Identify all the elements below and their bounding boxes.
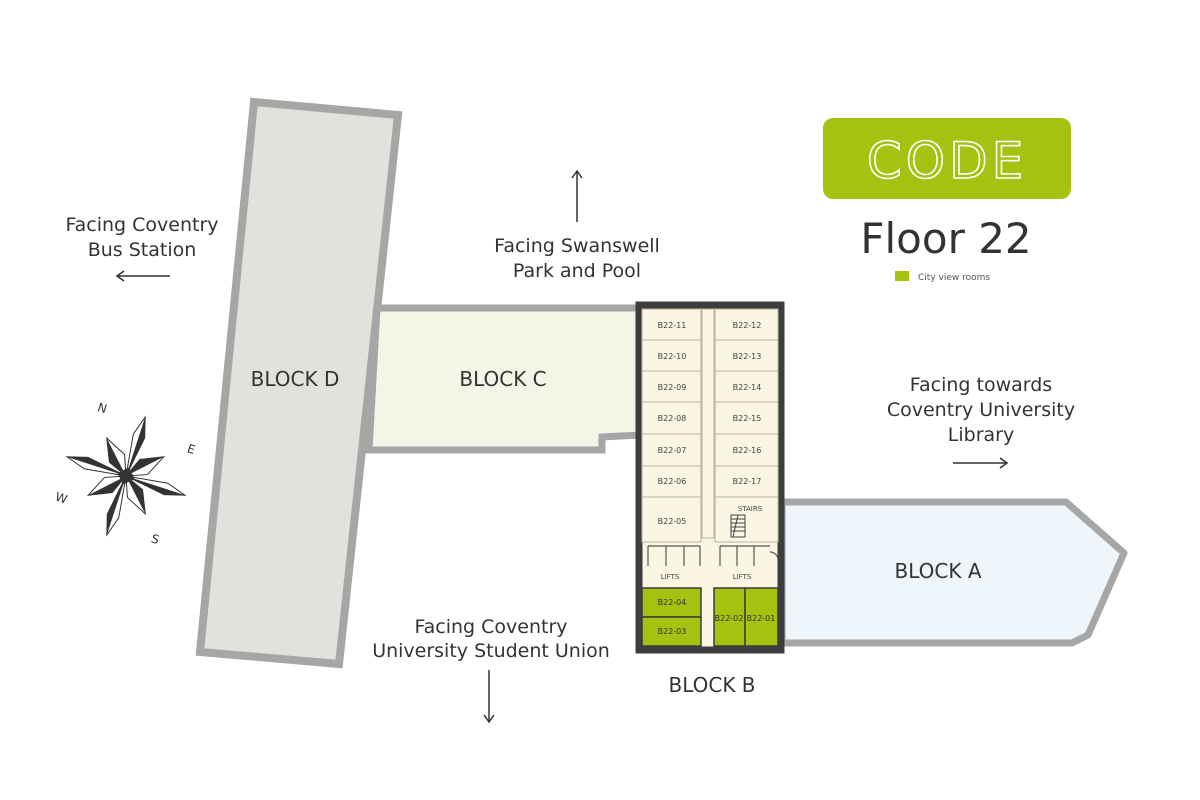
arrow-down-icon [483, 670, 495, 724]
room-label: B22-12 [733, 321, 762, 330]
lifts-right [719, 545, 779, 566]
room-label: B22-10 [658, 352, 687, 361]
room-b22-10[interactable] [641, 339, 702, 372]
lifts-left-label: LIFTS [661, 573, 680, 581]
block-d-label: BLOCK D [251, 367, 340, 391]
left-room-column [641, 308, 702, 543]
corridor [701, 308, 715, 539]
code-logo-text: CODE [867, 132, 1027, 190]
lifts-left [647, 545, 701, 566]
direction-east-line3: Library [948, 424, 1014, 446]
room-b22-09[interactable] [641, 370, 702, 403]
direction-south-line1: Facing Coventry [414, 616, 567, 638]
direction-east-line1: Facing towards [910, 374, 1052, 396]
block-d-shape [195, 97, 403, 669]
direction-north: Facing Swanswell Park and Pool [494, 169, 660, 282]
right-room-column [714, 308, 779, 498]
room-label: B22-01 [747, 614, 776, 623]
room-b22-02[interactable] [713, 587, 746, 647]
block-c-label: BLOCK C [459, 367, 546, 391]
block-b-label: BLOCK B [668, 673, 755, 697]
room-b22-05[interactable] [641, 496, 702, 543]
direction-east: Facing towards Coventry University Libra… [887, 374, 1075, 469]
room-label: B22-09 [658, 383, 687, 392]
direction-south: Facing Coventry University Student Union [372, 616, 610, 724]
direction-north-line2: Park and Pool [513, 260, 641, 282]
city-view-rooms [641, 587, 779, 647]
room-label: B22-17 [733, 477, 762, 486]
legend-label: City view rooms [918, 273, 990, 283]
room-label: B22-14 [733, 383, 762, 392]
floor-title: Floor 22 [860, 214, 1031, 263]
room-label: B22-07 [658, 446, 687, 455]
room-label: B22-06 [658, 477, 687, 486]
room-label: B22-11 [658, 321, 687, 330]
room-label: B22-13 [733, 352, 762, 361]
lifts-right-label: LIFTS [733, 573, 752, 581]
room-b22-03[interactable] [641, 616, 702, 647]
block-a-label: BLOCK A [894, 559, 981, 583]
compass-n-label: N [96, 400, 109, 416]
direction-west-line2: Bus Station [88, 239, 197, 261]
arrow-left-icon [115, 270, 170, 282]
stairs-icon [730, 514, 746, 538]
room-label: B22-03 [658, 627, 687, 636]
room-label: B22-16 [733, 446, 762, 455]
code-logo: CODE [823, 118, 1071, 199]
compass-w-label: W [53, 490, 69, 507]
room-b22-01[interactable] [744, 587, 779, 647]
direction-west-line1: Facing Coventry [65, 214, 218, 236]
room-label: B22-08 [658, 414, 687, 423]
block-d[interactable]: BLOCK D [195, 97, 403, 669]
compass-rose-icon [65, 415, 187, 537]
room-label: B22-05 [658, 517, 687, 526]
direction-north-line1: Facing Swanswell [494, 235, 660, 257]
room-b22-13[interactable] [714, 339, 779, 372]
room-b22-14[interactable] [714, 370, 779, 403]
direction-west: Facing Coventry Bus Station [65, 214, 219, 282]
room-b22-04[interactable] [641, 587, 702, 618]
room-label: B22-15 [733, 414, 762, 423]
arrow-up-icon [571, 169, 583, 222]
arrow-right-icon [953, 457, 1009, 469]
stairs-label: STAIRS [738, 505, 763, 513]
compass-e-label: E [185, 441, 197, 457]
legend-swatch [895, 271, 909, 281]
code-logo-badge [823, 118, 1071, 199]
direction-south-line2: University Student Union [372, 640, 610, 662]
room-b22-06[interactable] [641, 465, 702, 498]
legend: City view rooms [895, 271, 990, 283]
direction-east-line2: Coventry University [887, 399, 1075, 421]
block-a[interactable]: BLOCK A [778, 498, 1128, 647]
room-b22-17[interactable] [714, 465, 779, 498]
block-b[interactable]: B22-11 B22-10 B22-09 B22-08 B22-07 B22-0… [635, 301, 785, 697]
room-b22-08[interactable] [641, 401, 702, 435]
room-label: B22-04 [658, 598, 687, 607]
compass-s-label: S [149, 531, 161, 547]
stairs: STAIRS [714, 496, 779, 543]
room-label: B22-02 [715, 614, 744, 623]
room-b22-07[interactable] [641, 433, 702, 467]
block-c[interactable]: BLOCK C [365, 304, 644, 454]
